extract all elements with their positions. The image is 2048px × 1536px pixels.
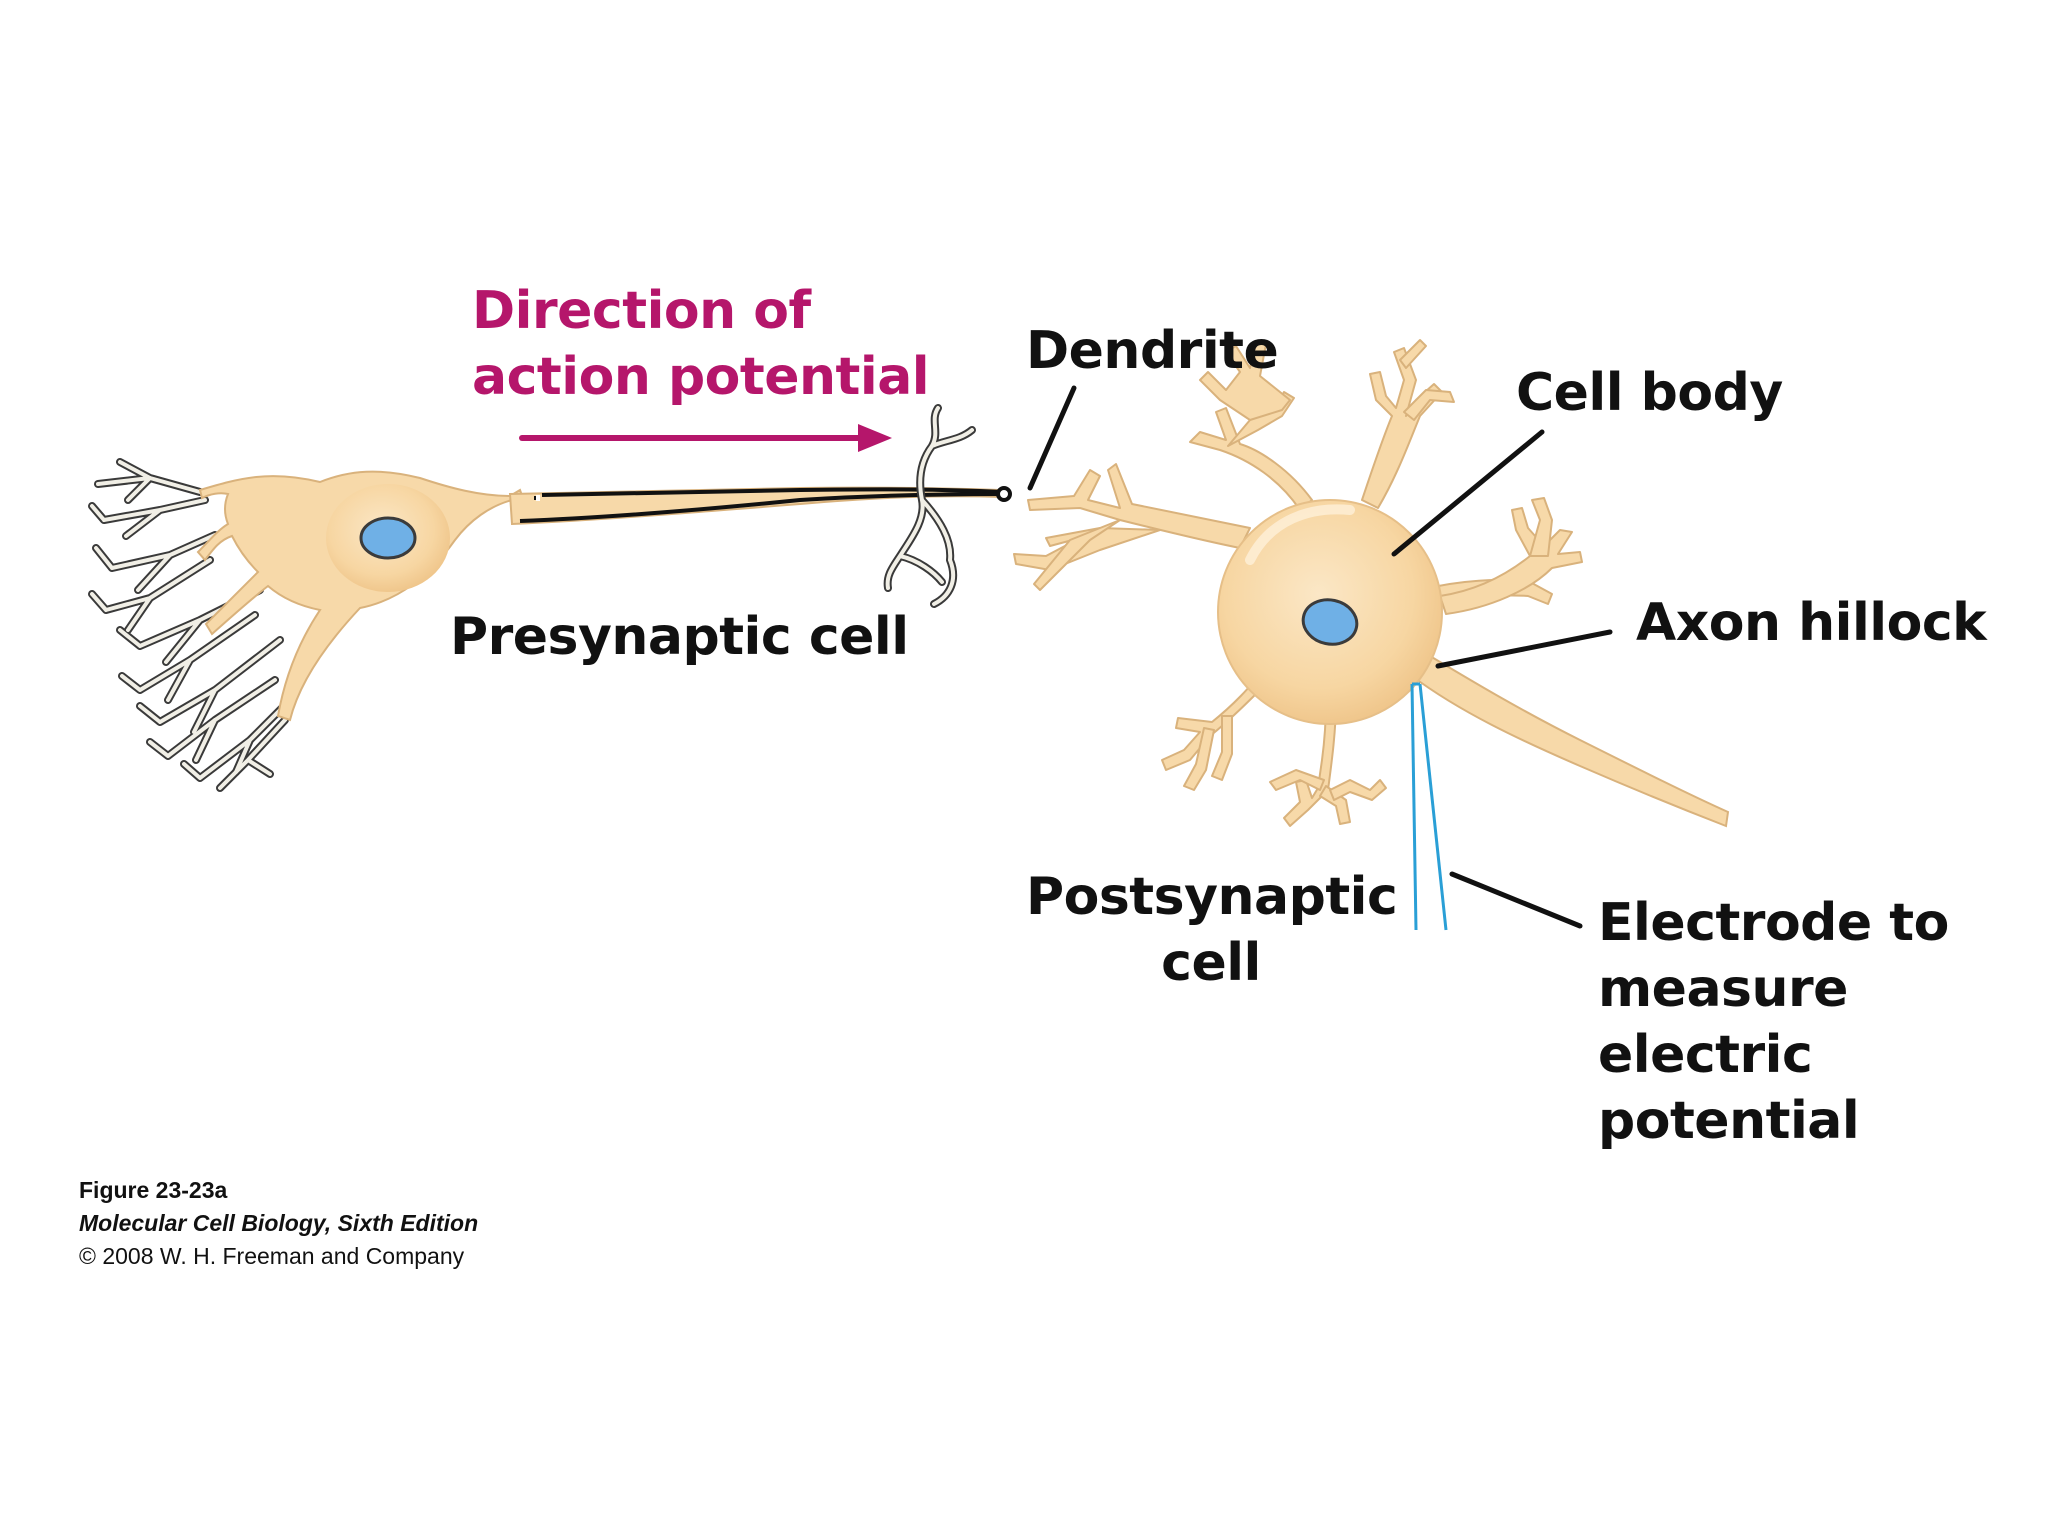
arrow-right-icon: [858, 424, 892, 452]
direction-arrow: [519, 424, 892, 452]
electrode-label-line2: measure: [1598, 959, 1848, 1019]
dendrite-label: Dendrite: [1026, 321, 1279, 381]
cell-body-leader: [1391, 429, 1545, 557]
postsynaptic-label: Postsynaptic cell: [1026, 864, 1398, 996]
electrode-label-line3: electric: [1598, 1025, 1813, 1085]
figure-caption: Figure 23-23a Molecular Cell Biology, Si…: [79, 1174, 478, 1273]
direction-label-line2: action potential: [472, 347, 930, 407]
cell-body-label: Cell body: [1516, 363, 1783, 423]
caption-figure-number: Figure 23-23a: [79, 1177, 228, 1203]
presynaptic-neuron: [88, 404, 1012, 792]
caption-copyright: © 2008 W. H. Freeman and Company: [79, 1243, 465, 1269]
postsynaptic-cell-body: [1217, 499, 1443, 725]
caption-book-title: Molecular Cell Biology, Sixth Edition: [79, 1210, 479, 1236]
postsynaptic-label-line2: cell: [1161, 933, 1261, 993]
axon-terminal-bulb: [996, 486, 1012, 502]
leader-lines: [1027, 385, 1613, 929]
electrode-label: Electrode to measure electric potential: [1598, 890, 1949, 1154]
presynaptic-cell-body: [196, 470, 527, 722]
presynaptic-nucleus: [359, 516, 417, 560]
postsynaptic-axon: [1410, 648, 1730, 828]
electrode-label-line1: Electrode to: [1598, 893, 1949, 953]
postsynaptic-label-line1: Postsynaptic: [1026, 867, 1398, 927]
postsynaptic-dendrites: [1013, 339, 1583, 827]
axon-hillock-leader: [1435, 629, 1613, 669]
electrode-icon: [1410, 682, 1448, 931]
crossing-fibre: [883, 404, 976, 608]
electrode-leader: [1449, 871, 1583, 929]
electrode-label-line4: potential: [1598, 1091, 1860, 1151]
direction-label: Direction of action potential: [472, 278, 930, 410]
dendrite-leader: [1027, 385, 1077, 491]
postsynaptic-nucleus: [1301, 598, 1359, 646]
presynaptic-label: Presynaptic cell: [450, 607, 909, 667]
postsynaptic-neuron: [1013, 339, 1730, 828]
axon-hillock-label: Axon hillock: [1636, 593, 1987, 653]
direction-label-line1: Direction of: [472, 281, 811, 341]
